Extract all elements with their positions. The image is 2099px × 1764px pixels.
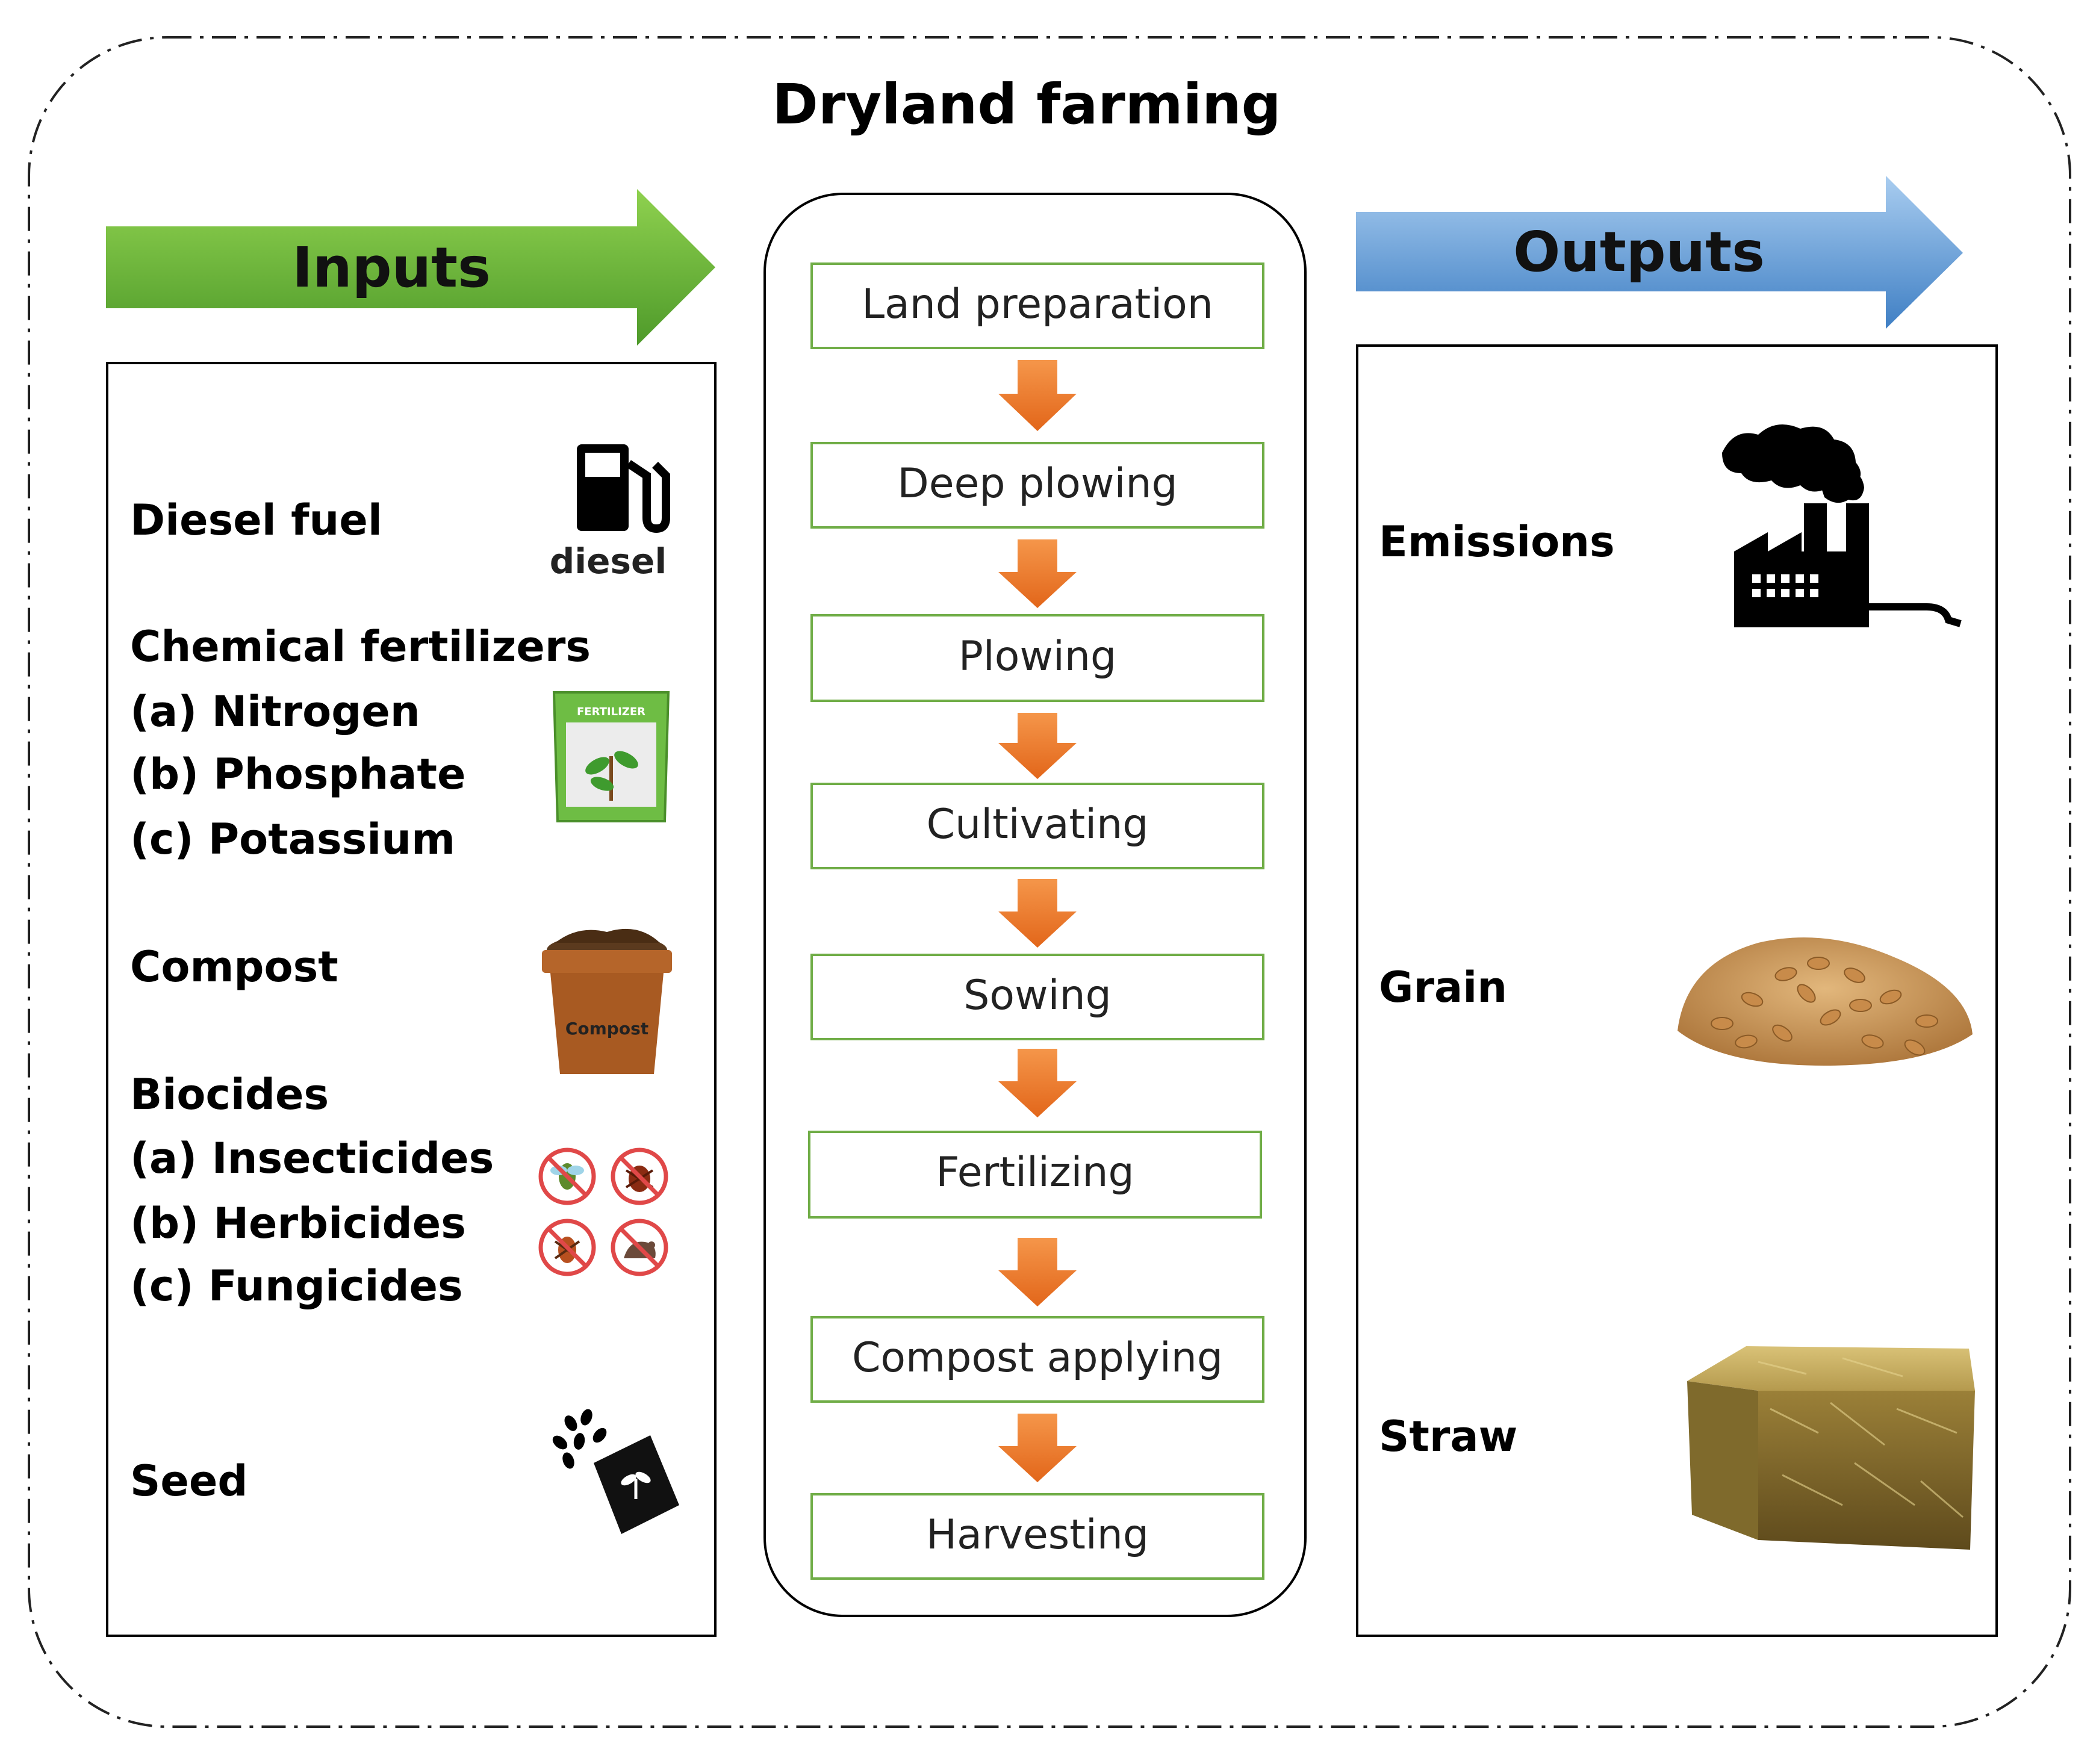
fertilizer-icon-text: FERTILIZER	[577, 706, 645, 718]
output-label: Straw	[1379, 1412, 1517, 1461]
inputs-arrow: Inputs	[106, 189, 715, 346]
outputs-label: Outputs	[1513, 220, 1765, 284]
input-biocide-item: (a) Insecticides	[130, 1134, 494, 1183]
flow-arrow-down	[998, 1414, 1077, 1482]
seed-packet-icon	[552, 1409, 679, 1534]
diesel-icon-text: diesel	[550, 541, 667, 582]
output-label: Grain	[1379, 963, 1507, 1012]
outputs-arrow: Outputs	[1356, 176, 1963, 329]
flow-arrow-down	[998, 1049, 1077, 1117]
process-step: Plowing	[810, 614, 1264, 702]
step-label: Compost applying	[852, 1334, 1223, 1382]
flow-arrow-down	[998, 1238, 1077, 1306]
step-label: Deep plowing	[897, 460, 1177, 508]
process-step: Deep plowing	[810, 442, 1264, 529]
pest-prohibited-icons	[538, 1148, 668, 1276]
process-step: Cultivating	[810, 783, 1264, 869]
factory-icon	[1722, 424, 1962, 627]
process-step: Sowing	[810, 954, 1264, 1040]
outputs-panel	[1356, 344, 1998, 1637]
grain-pile-icon	[1678, 937, 1973, 1066]
step-label: Harvesting	[926, 1511, 1149, 1559]
input-biocide-item: (c) Fungicides	[130, 1261, 463, 1311]
process-steps: Land preparation Deep plowing Plowing Cu…	[808, 262, 1264, 1580]
process-step: Compost applying	[810, 1316, 1264, 1403]
process-step: Harvesting	[810, 1493, 1264, 1580]
outputs-list: Emissions Grain Straw	[1379, 517, 1615, 1461]
flow-arrow-down	[998, 539, 1077, 608]
step-label: Fertilizing	[936, 1149, 1134, 1196]
flow-arrows	[998, 360, 1077, 1482]
step-label: Plowing	[959, 633, 1116, 680]
step-label: Land preparation	[862, 281, 1213, 328]
input-seed-label: Seed	[130, 1456, 247, 1506]
beetle-prohibited-icon	[538, 1219, 596, 1276]
inputs-label: Inputs	[292, 235, 491, 300]
output-label: Emissions	[1379, 517, 1615, 567]
fertilizer-bag-icon: FERTILIZER	[552, 691, 670, 822]
diesel-pump-icon: diesel	[550, 444, 670, 582]
process-panel	[763, 193, 1307, 1617]
inputs-panel	[106, 362, 717, 1637]
input-fertilizers-label: Chemical fertilizers	[130, 622, 591, 671]
input-biocides-label: Biocides	[130, 1070, 329, 1119]
rodent-prohibited-icon	[611, 1219, 668, 1276]
flow-arrow-down	[998, 879, 1077, 948]
input-fertilizer-item: (c) Potassium	[130, 815, 455, 864]
tick-prohibited-icon	[611, 1148, 668, 1205]
inputs-list: Diesel fuel Chemical fertilizers (a) Nit…	[130, 495, 591, 1506]
insect-prohibited-icon	[538, 1148, 596, 1205]
step-label: Sowing	[963, 972, 1112, 1019]
compost-icon-text: Compost	[565, 1019, 648, 1039]
page-title: Dryland farming	[773, 72, 1281, 137]
input-fertilizer-item: (a) Nitrogen	[130, 687, 420, 736]
flow-arrow-down	[998, 360, 1077, 431]
input-fertilizer-item: (b) Phosphate	[130, 750, 465, 799]
process-step: Land preparation	[810, 262, 1264, 349]
compost-pot-icon: Compost	[542, 928, 672, 1074]
outer-frame	[28, 36, 2071, 1728]
input-compost-label: Compost	[130, 942, 338, 992]
straw-bale-icon	[1687, 1346, 1975, 1550]
input-diesel-label: Diesel fuel	[130, 495, 382, 545]
process-step: Fertilizing	[808, 1131, 1262, 1219]
flow-arrow-down	[998, 713, 1077, 779]
step-label: Cultivating	[927, 801, 1149, 848]
input-biocide-item: (b) Herbicides	[130, 1199, 466, 1248]
